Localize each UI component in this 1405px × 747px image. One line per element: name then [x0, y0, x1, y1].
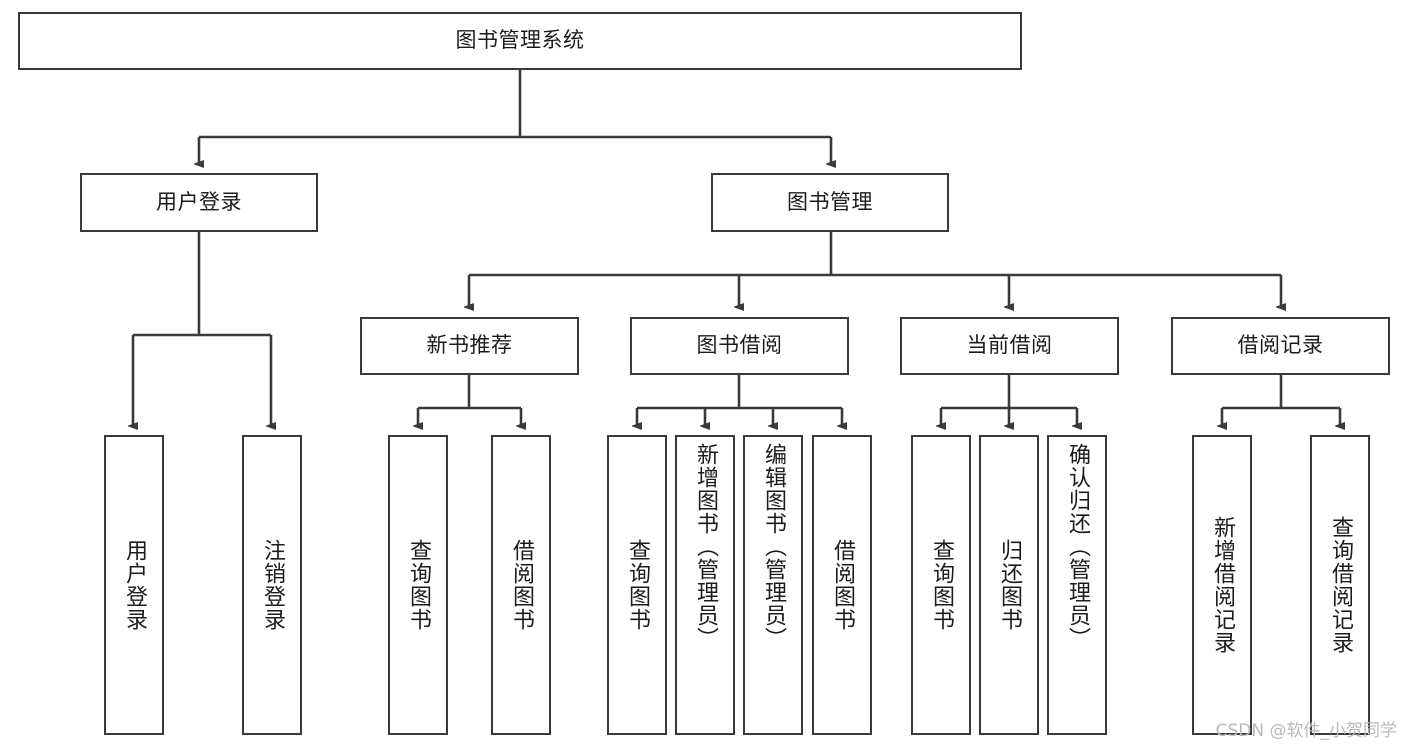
node-leaf-logout-login-label: 注销登录	[259, 539, 285, 631]
node-leaf-borrow-book-1-label: 借阅图书	[508, 539, 534, 631]
node-leaf-query-book-3-label: 查询图书	[928, 539, 954, 631]
watermark: CSDN @软件_小贺同学	[1215, 721, 1397, 741]
node-leaf-borrow-book-2[interactable]: 借阅图书	[812, 435, 872, 735]
node-user-login[interactable]: 用户登录	[80, 173, 318, 232]
node-current-borrow[interactable]: 当前借阅	[900, 317, 1119, 375]
node-borrow-record[interactable]: 借阅记录	[1171, 317, 1390, 375]
node-borrow-record-label: 借阅记录	[1237, 333, 1324, 358]
node-leaf-borrow-book-2-label: 借阅图书	[829, 539, 855, 631]
node-leaf-add-book-label: 新增图书（管理员）	[692, 443, 718, 650]
node-leaf-add-record[interactable]: 新增借阅记录	[1192, 435, 1252, 735]
node-leaf-logout-login[interactable]: 注销登录	[242, 435, 302, 735]
node-leaf-confirm-return-label: 确认归还（管理员）	[1064, 443, 1090, 650]
node-new-book-recommend-label: 新书推荐	[426, 333, 513, 358]
node-leaf-query-book-1-label: 查询图书	[405, 539, 431, 631]
node-user-login-label: 用户登录	[156, 189, 242, 214]
node-leaf-query-book-2-label: 查询图书	[624, 539, 650, 631]
node-leaf-edit-book-label: 编辑图书（管理员）	[760, 443, 786, 650]
node-leaf-query-book-1[interactable]: 查询图书	[388, 435, 448, 735]
node-book-borrow[interactable]: 图书借阅	[630, 317, 849, 375]
node-leaf-return-book-label: 归还图书	[996, 539, 1022, 631]
node-leaf-query-record[interactable]: 查询借阅记录	[1310, 435, 1370, 735]
node-book-manage[interactable]: 图书管理	[711, 173, 949, 232]
node-leaf-query-record-label: 查询借阅记录	[1327, 516, 1353, 654]
node-leaf-confirm-return[interactable]: 确认归还（管理员）	[1047, 435, 1107, 735]
node-leaf-query-book-3[interactable]: 查询图书	[911, 435, 971, 735]
node-leaf-edit-book[interactable]: 编辑图书（管理员）	[743, 435, 803, 735]
node-book-manage-label: 图书管理	[787, 189, 873, 214]
node-root-label: 图书管理系统	[455, 28, 585, 53]
node-new-book-recommend[interactable]: 新书推荐	[360, 317, 579, 375]
node-root[interactable]: 图书管理系统	[18, 12, 1022, 70]
node-book-borrow-label: 图书借阅	[696, 333, 783, 358]
node-leaf-query-book-2[interactable]: 查询图书	[607, 435, 667, 735]
node-leaf-add-book[interactable]: 新增图书（管理员）	[675, 435, 735, 735]
node-leaf-user-login[interactable]: 用户登录	[104, 435, 164, 735]
node-leaf-user-login-label: 用户登录	[121, 539, 147, 631]
node-current-borrow-label: 当前借阅	[966, 333, 1053, 358]
node-leaf-return-book[interactable]: 归还图书	[979, 435, 1039, 735]
node-leaf-add-record-label: 新增借阅记录	[1209, 516, 1235, 654]
node-leaf-borrow-book-1[interactable]: 借阅图书	[491, 435, 551, 735]
